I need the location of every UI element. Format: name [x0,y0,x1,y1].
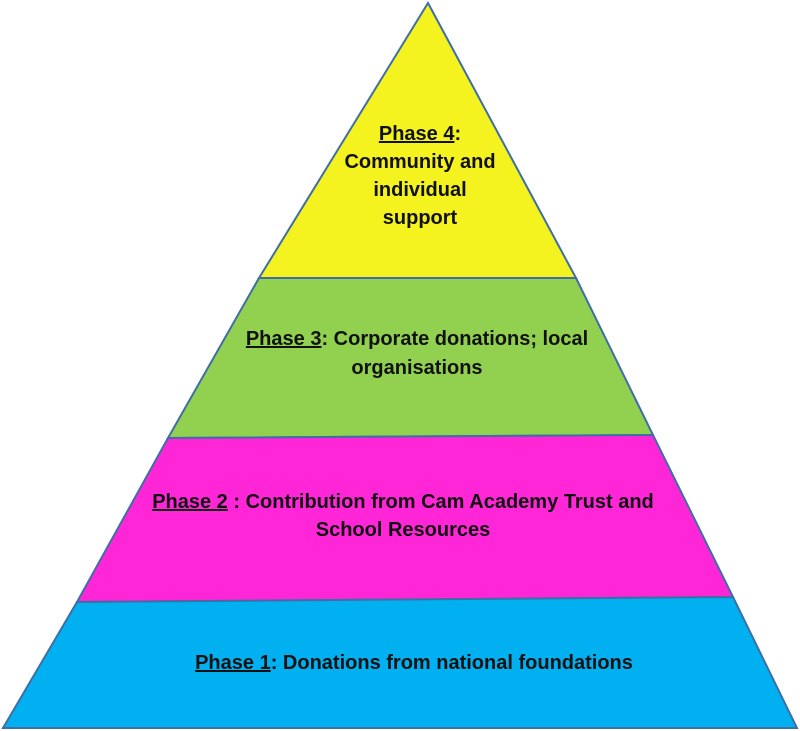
phase-4-text-line-4: support [383,207,458,229]
phase-4-text-line-3: individual [373,179,466,201]
phase-2-text-line-2: School Resources [316,519,491,541]
phase-2-label: Phase 2 : Contribution from Cam Academy … [152,491,654,513]
phase-1-tier [1,595,799,729]
phase-3-text-line-2: organisations [351,357,482,379]
phase-2-name: Phase 2 [152,491,228,513]
phase-3-text-line-1: : Corporate donations; local [321,328,588,350]
phase-4-name: Phase 4 [379,123,455,145]
phase-1-text-line-1: : Donations from national foundations [271,652,633,674]
phase-3-name: Phase 3 [246,328,322,350]
phase-4-text-line-1: : [454,123,461,145]
phase-3-label: Phase 3: Corporate donations; local [246,328,588,350]
phase-4-text-line-2: Community and [344,151,495,173]
phase-1-label: Phase 1: Donations from national foundat… [195,652,633,674]
phase-1-name: Phase 1 [195,652,271,674]
phase-2-text-line-1: : Contribution from Cam Academy Trust an… [228,491,654,513]
phase-4-label: Phase 4: [379,123,461,145]
